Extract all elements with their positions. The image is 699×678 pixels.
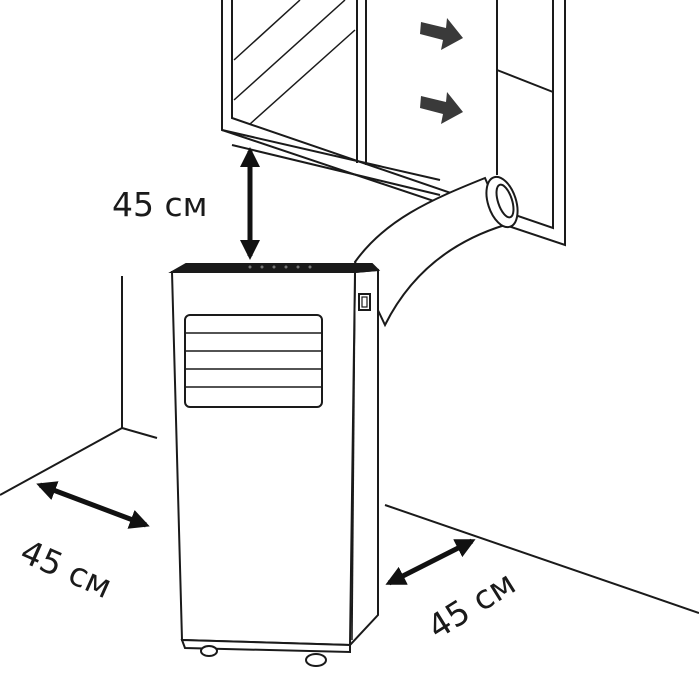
glass-reflection-1 — [233, 0, 301, 61]
side-handle-icon — [358, 293, 371, 311]
side-handle-recess — [361, 296, 368, 308]
glass-reflection-3 — [249, 29, 356, 125]
hose-window-opening — [495, 183, 515, 219]
airflow-arrow-bottom-icon — [420, 92, 463, 124]
unit-base — [180, 638, 351, 654]
air-conditioner-unit — [168, 263, 381, 667]
glass-reflection-2 — [233, 0, 346, 101]
left-clearance-label: 45 см — [15, 532, 118, 606]
air-outlet-louver — [184, 314, 323, 408]
exhaust-hose — [353, 175, 519, 328]
window-frame — [221, 0, 566, 247]
window-inner-frame — [231, 0, 554, 230]
louver-slats — [185, 332, 322, 388]
control-panel-buttons — [248, 265, 312, 269]
left-clearance-arrow-icon — [36, 481, 150, 529]
window-outer-frame — [221, 0, 566, 247]
hose-body — [353, 176, 507, 328]
floor-edge-right — [384, 504, 699, 614]
unit-front-edge — [351, 271, 356, 641]
window-pane-ledge — [496, 69, 554, 93]
floor-edge-left-near — [0, 427, 123, 496]
right-clearance-label: 45 см — [421, 563, 523, 647]
room-lines — [0, 276, 699, 614]
caster-wheel-right-icon — [305, 653, 327, 667]
right-clearance-arrow-icon — [385, 538, 476, 586]
airflow-arrow-top-icon — [420, 18, 463, 50]
floor-edge-left-far — [121, 427, 158, 439]
caster-wheel-left-icon — [200, 645, 218, 657]
window-sill-bottom — [231, 144, 441, 196]
top-clearance-label: 45 см — [112, 185, 208, 224]
window-sill-top — [221, 129, 441, 181]
dimension-arrows — [36, 147, 476, 586]
airflow-arrows — [420, 18, 463, 124]
